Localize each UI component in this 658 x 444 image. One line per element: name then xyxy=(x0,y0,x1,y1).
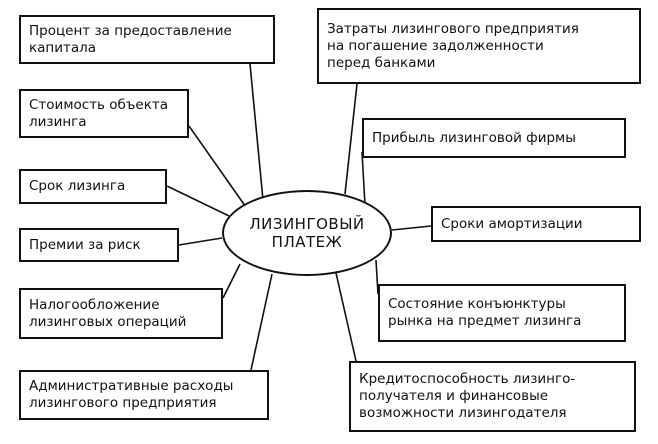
factor-lease-term: Срок лизинга xyxy=(19,169,167,204)
factor-bank-debt-costs: Затраты лизингового предприятия на погаш… xyxy=(317,8,641,84)
factor-depreciation-terms: Сроки амортизации xyxy=(431,206,641,242)
connector-factor-capital-interest xyxy=(249,63,264,201)
connector-factor-asset-cost xyxy=(188,125,249,211)
connector-factor-taxation xyxy=(222,263,241,299)
factor-leasing-profit: Прибыль лизинговой фирмы xyxy=(362,118,626,158)
connector-factor-admin-expenses xyxy=(250,273,273,371)
connector-factor-market-conditions xyxy=(375,259,379,295)
connector-factor-depreciation-terms xyxy=(391,225,432,231)
factor-admin-expenses: Административные расходы лизингового пре… xyxy=(19,370,269,420)
connector-factor-risk-premium xyxy=(178,237,223,246)
connector-factor-bank-debt-costs xyxy=(344,83,358,195)
connector-factor-lease-term xyxy=(166,185,230,217)
connector-factor-creditworthiness xyxy=(335,272,357,362)
factor-creditworthiness: Кредитоспособность лизинго- получателя и… xyxy=(349,361,636,432)
factor-risk-premium: Премии за риск xyxy=(19,228,179,262)
connector-factor-leasing-profit xyxy=(361,151,366,206)
center-node-leasing-payment: ЛИЗИНГОВЫЙ ПЛАТЕЖ xyxy=(222,190,392,276)
factor-asset-cost: Стоимость объекта лизинга xyxy=(19,89,189,138)
factor-capital-interest: Процент за предоставление капитала xyxy=(19,15,275,64)
factor-taxation: Налогообложение лизинговых операций xyxy=(19,288,223,339)
factor-market-conditions: Состояние конъюнктуры рынка на предмет л… xyxy=(378,284,626,342)
